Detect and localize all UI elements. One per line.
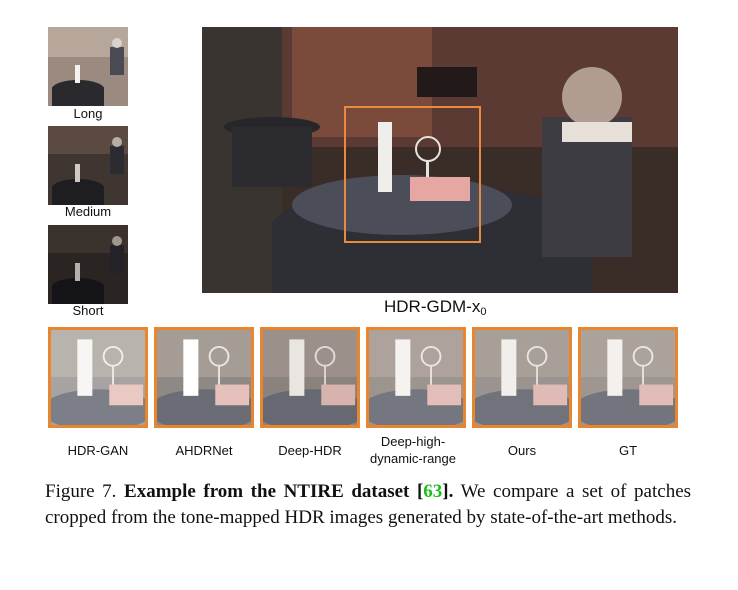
crop-region-box bbox=[344, 106, 481, 243]
long-exposure-image bbox=[48, 27, 128, 106]
label-deep-hdr: Deep-HDR bbox=[278, 443, 342, 458]
patch-ahdrnet bbox=[154, 327, 254, 428]
short-exposure-image bbox=[48, 225, 128, 304]
patch-ours bbox=[472, 327, 572, 428]
label-gt: GT bbox=[618, 443, 638, 458]
patch-hdr-gan bbox=[48, 327, 148, 428]
label-deep-high-dynamic-range: Deep-high-dynamic-range bbox=[370, 434, 456, 466]
figure-caption: Figure 7. Example from the NTIRE dataset… bbox=[45, 479, 691, 531]
label-ours: Ours bbox=[507, 443, 537, 458]
figure-title: Example from the NTIRE dataset bbox=[124, 481, 410, 502]
citation-link[interactable]: 63 bbox=[423, 481, 443, 502]
main-image-caption: HDR-GDM-x0 bbox=[384, 297, 486, 318]
long-exposure-label: Long bbox=[73, 106, 103, 121]
figure-caption-body: We compare a set of patches cropped from… bbox=[45, 481, 692, 528]
citation-close-bracket: ]. bbox=[442, 481, 454, 502]
patch-deep-hdr bbox=[260, 327, 360, 428]
label-hdr-gan: HDR-GAN bbox=[67, 443, 129, 458]
main-caption-subscript: 0 bbox=[480, 306, 487, 318]
patch-gt bbox=[578, 327, 678, 428]
patch-deep-high-dynamic-range bbox=[366, 327, 466, 428]
short-exposure-label: Short bbox=[72, 303, 104, 318]
citation-open-bracket: [ bbox=[416, 481, 424, 502]
main-caption-base: HDR-GDM-x bbox=[384, 297, 481, 316]
medium-exposure-label: Medium bbox=[64, 204, 112, 219]
medium-exposure-image bbox=[48, 126, 128, 205]
figure-number: Figure 7. bbox=[45, 481, 117, 502]
hdr-gdm-main-image bbox=[202, 27, 678, 293]
label-ahdrnet: AHDRNet bbox=[175, 443, 233, 458]
